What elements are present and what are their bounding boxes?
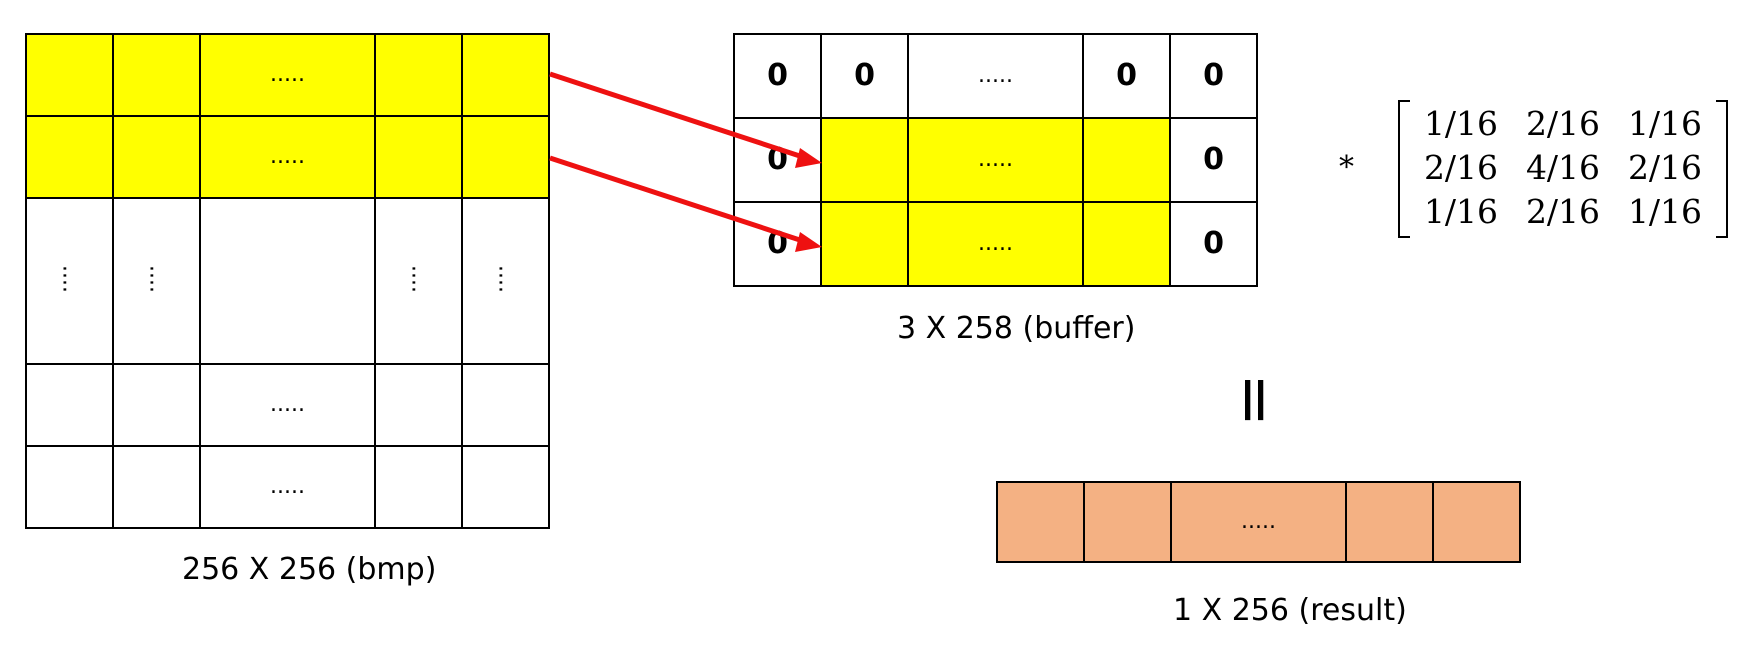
bmp-cell xyxy=(25,115,114,199)
result-cell xyxy=(1083,481,1172,563)
bmp-cell-vertical-ellipsis: .... xyxy=(461,197,550,365)
bmp-cell-vertical-ellipsis: .... xyxy=(25,197,114,365)
buffer-zero-cell: 0 xyxy=(1169,33,1258,119)
buffer-cell-ellipsis: ..... xyxy=(907,201,1084,287)
buffer-caption: 3 X 258 (buffer) xyxy=(897,311,1136,346)
bmp-cell xyxy=(461,363,550,447)
kernel-row-2: 2/16 4/16 2/16 xyxy=(1410,146,1716,190)
buffer-cell xyxy=(1082,117,1171,203)
kernel-value: 2/16 xyxy=(1627,148,1703,187)
buffer-row-3: 0 ..... 0 xyxy=(733,201,1258,287)
buffer-row-2: 0 ..... 0 xyxy=(733,117,1258,203)
convolution-operator: * xyxy=(1339,150,1354,185)
buffer-zero-cell: 0 xyxy=(1169,201,1258,287)
kernel-values: 1/16 2/16 1/16 2/16 4/16 2/16 1/16 2/16 … xyxy=(1410,102,1716,234)
bmp-cell xyxy=(461,115,550,199)
kernel-value: 4/16 xyxy=(1525,148,1601,187)
bmp-cell xyxy=(25,363,114,447)
result-row: ..... xyxy=(996,481,1521,563)
buffer-cell xyxy=(820,201,909,287)
bmp-cell xyxy=(374,363,463,447)
result-caption: 1 X 256 (result) xyxy=(1173,593,1407,628)
bmp-cell xyxy=(112,33,201,117)
bmp-cell xyxy=(199,197,376,365)
bmp-cell-ellipsis: ..... xyxy=(199,33,376,117)
bmp-grid: ..... ..... .... .... .... .... ..... ..… xyxy=(25,33,550,529)
bmp-cell-ellipsis: ..... xyxy=(199,363,376,447)
kernel-value: 1/16 xyxy=(1423,192,1499,231)
buffer-row-1: 0 0 ..... 0 0 xyxy=(733,33,1258,119)
buffer-zero-cell: 0 xyxy=(733,33,822,119)
buffer-grid: 0 0 ..... 0 0 0 ..... 0 0 ..... 0 xyxy=(733,33,1258,287)
bmp-row-5: ..... xyxy=(25,445,550,529)
kernel-matrix: 1/16 2/16 1/16 2/16 4/16 2/16 1/16 2/16 … xyxy=(1398,100,1728,238)
buffer-zero-cell: 0 xyxy=(1082,33,1171,119)
bmp-cell xyxy=(374,445,463,529)
bmp-cell xyxy=(112,445,201,529)
result-grid: ..... xyxy=(996,481,1521,563)
buffer-cell-ellipsis: ..... xyxy=(907,33,1084,119)
arrow-row-1 xyxy=(549,71,814,163)
bmp-cell xyxy=(112,363,201,447)
bmp-cell xyxy=(112,115,201,199)
result-cell xyxy=(996,481,1085,563)
bmp-cell xyxy=(461,445,550,529)
buffer-cell xyxy=(820,117,909,203)
arrow-row-1-head xyxy=(795,148,822,168)
kernel-right-bracket xyxy=(1716,100,1728,238)
bmp-cell xyxy=(461,33,550,117)
bmp-cell-ellipsis: ..... xyxy=(199,115,376,199)
kernel-row-3: 1/16 2/16 1/16 xyxy=(1410,190,1716,234)
buffer-cell-ellipsis: ..... xyxy=(907,117,1084,203)
kernel-left-bracket xyxy=(1398,100,1410,238)
result-cell-ellipsis: ..... xyxy=(1170,481,1347,563)
bmp-cell-vertical-ellipsis: .... xyxy=(374,197,463,365)
bmp-cell xyxy=(25,445,114,529)
bmp-row-middle: .... .... .... .... xyxy=(25,197,550,365)
arrow-row-2 xyxy=(549,155,813,247)
bmp-caption: 256 X 256 (bmp) xyxy=(182,552,437,587)
buffer-zero-cell: 0 xyxy=(1169,117,1258,203)
bmp-row-4: ..... xyxy=(25,363,550,447)
bmp-cell xyxy=(25,33,114,117)
kernel-value: 1/16 xyxy=(1627,192,1703,231)
buffer-cell xyxy=(1082,201,1171,287)
kernel-row-1: 1/16 2/16 1/16 xyxy=(1410,102,1716,146)
kernel-value: 2/16 xyxy=(1423,148,1499,187)
bmp-cell-vertical-ellipsis: .... xyxy=(112,197,201,365)
arrow-row-2-head xyxy=(795,232,822,252)
bmp-row-1: ..... xyxy=(25,33,550,117)
bmp-cell xyxy=(374,115,463,199)
kernel-value: 1/16 xyxy=(1423,104,1499,143)
kernel-value: 1/16 xyxy=(1627,104,1703,143)
buffer-zero-cell: 0 xyxy=(820,33,909,119)
result-cell xyxy=(1345,481,1434,563)
kernel-value: 2/16 xyxy=(1525,104,1601,143)
bmp-cell xyxy=(374,33,463,117)
result-cell xyxy=(1432,481,1521,563)
bmp-cell-ellipsis: ..... xyxy=(199,445,376,529)
kernel-value: 2/16 xyxy=(1525,192,1601,231)
bmp-row-2: ..... xyxy=(25,115,550,199)
